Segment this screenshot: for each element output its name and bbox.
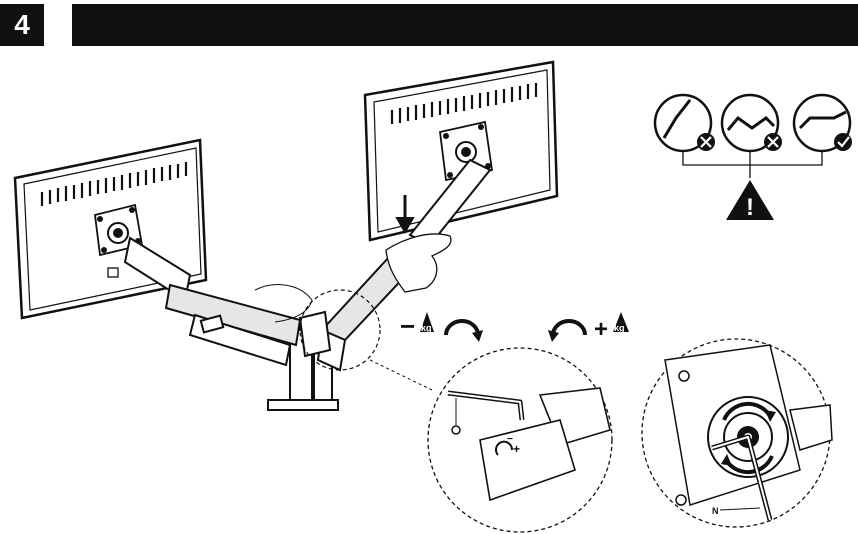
svg-text:−: − [400, 311, 415, 341]
svg-text:+: + [594, 316, 608, 343]
vesa-screw-detail: N [641, 338, 833, 528]
warning-triangle-icon [726, 180, 774, 220]
increase-tension-icon: + kg [548, 312, 629, 343]
step-header-bar [72, 4, 858, 46]
right-monitor [363, 60, 559, 242]
right-monitor-vents [390, 83, 538, 124]
arm-position-warning: ! [653, 93, 852, 221]
hinge-callout-circle [299, 289, 381, 371]
hand-illustration [385, 233, 452, 293]
hand-illustration-left [254, 284, 313, 323]
decrease-tension-icon: − kg [400, 311, 483, 342]
svg-text:−: − [507, 434, 513, 445]
incorrect-position-1-icon [653, 93, 715, 153]
incorrect-position-2-icon [720, 93, 782, 153]
svg-text:kg: kg [421, 323, 432, 333]
allen-key-label-n: N [712, 506, 719, 516]
allen-key-detail: O − + [369, 347, 613, 533]
warning-symbol: ! [746, 194, 754, 221]
step-number: 4 [0, 4, 44, 46]
step-header: 4 [0, 4, 858, 46]
allen-key-label-o: O [451, 424, 452, 426]
svg-text:kg: kg [614, 323, 625, 333]
svg-text:+: + [513, 442, 520, 456]
monitor-arm-assembly [123, 158, 492, 411]
left-monitor-vents [40, 162, 188, 206]
correct-position-icon [792, 93, 852, 153]
